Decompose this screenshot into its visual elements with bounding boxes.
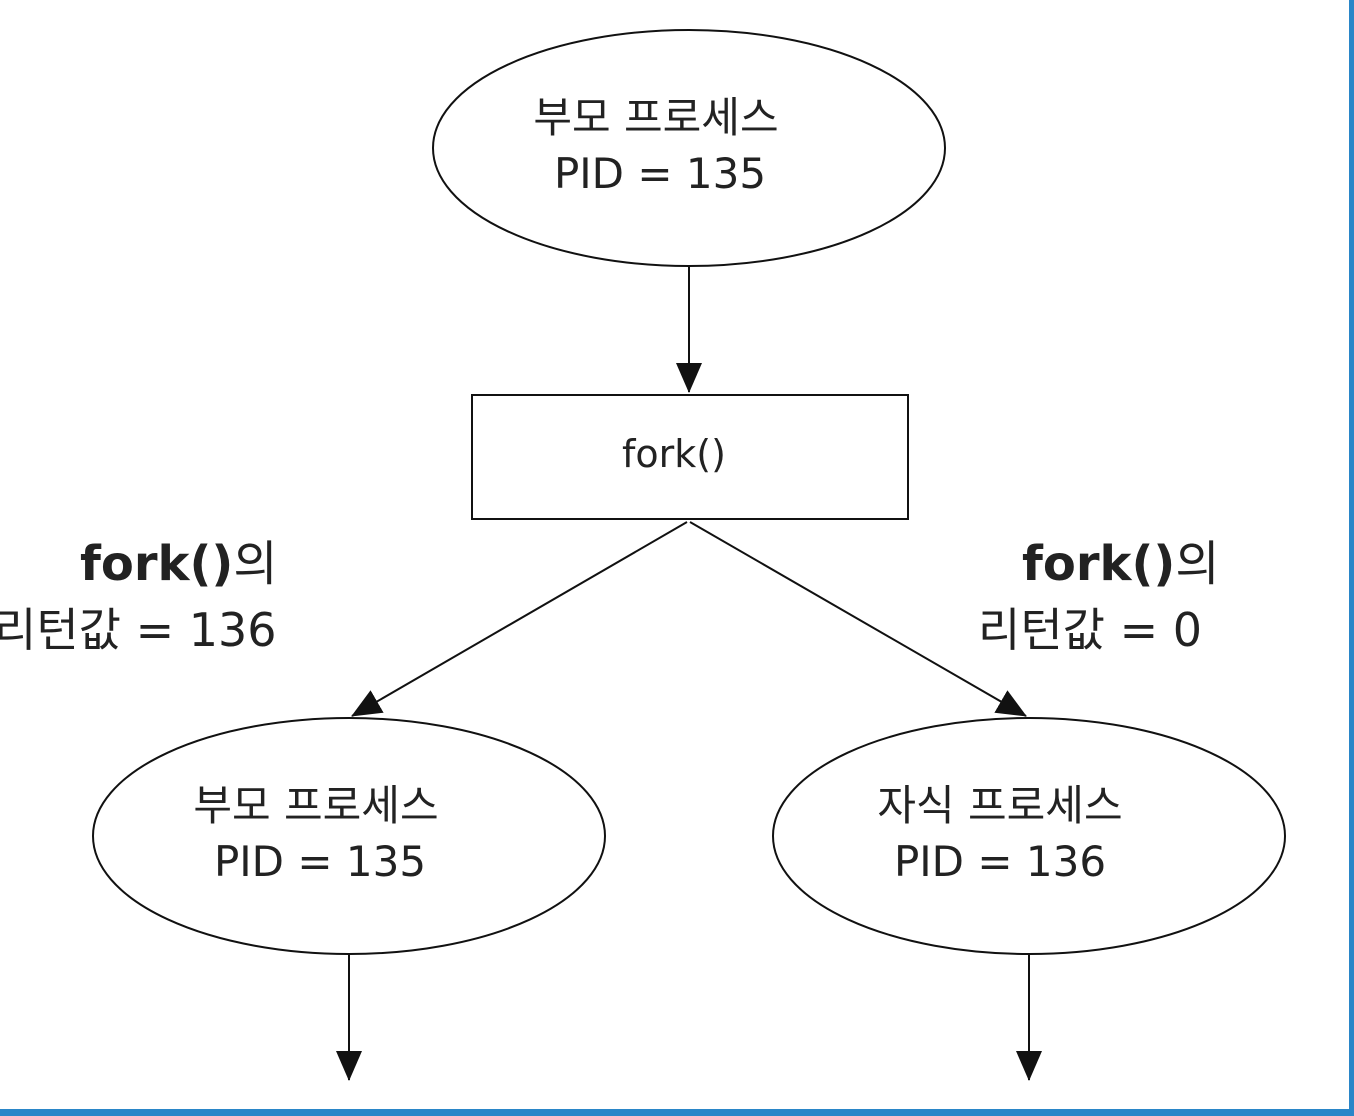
edge-fork-to-child xyxy=(689,521,1027,717)
fork-call-label: fork() xyxy=(622,432,726,476)
parent-process-top-pid: PID = 135 xyxy=(554,149,766,198)
right-return-label: fork()의 리턴값 = 0 xyxy=(978,536,1220,657)
right-return-fork-text: fork() xyxy=(1022,536,1175,592)
parent-process-left-pid: PID = 135 xyxy=(214,837,426,886)
left-return-suffix: 의 xyxy=(233,536,277,592)
left-return-fork-text: fork() xyxy=(80,536,233,592)
edge-fork-to-parent xyxy=(351,521,688,717)
fork-call-box: fork() xyxy=(471,394,909,520)
right-return-value: 리턴값 = 0 xyxy=(978,603,1202,657)
left-return-label: fork()의 리턴값 = 136 xyxy=(0,536,278,657)
child-process-node-right: 자식 프로세스 PID = 136 xyxy=(772,717,1286,955)
right-return-suffix: 의 xyxy=(1175,536,1219,592)
left-return-value: 리턴값 = 136 xyxy=(0,603,277,657)
parent-process-node-left: 부모 프로세스 PID = 135 xyxy=(92,717,606,955)
parent-process-node-top: 부모 프로세스 PID = 135 xyxy=(432,29,946,267)
parent-process-left-name: 부모 프로세스 xyxy=(193,781,438,830)
svg-text:fork()의: fork()의 xyxy=(1022,536,1220,592)
child-process-right-pid: PID = 136 xyxy=(894,837,1106,886)
svg-text:fork()의: fork()의 xyxy=(80,536,278,592)
parent-process-top-name: 부모 프로세스 xyxy=(533,93,778,142)
child-process-right-name: 자식 프로세스 xyxy=(877,781,1122,830)
